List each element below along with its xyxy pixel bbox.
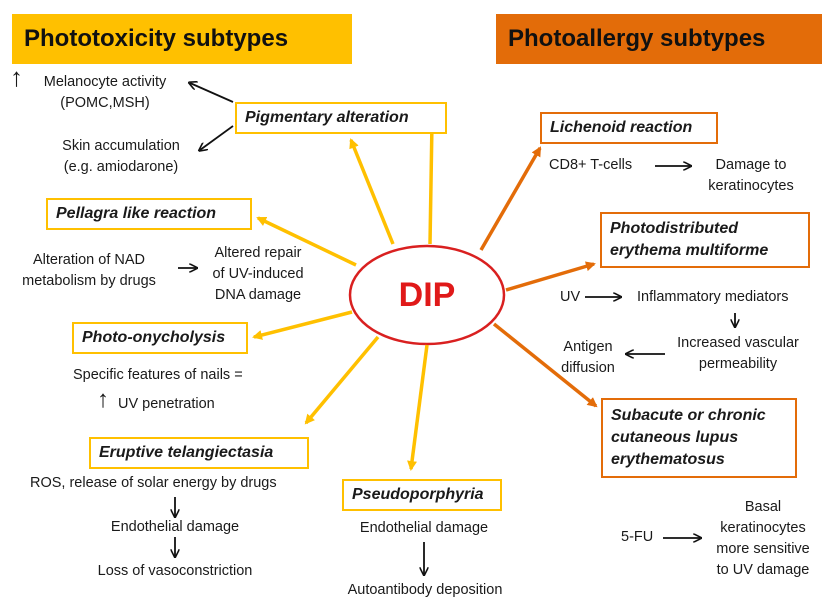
arrow-to-telangiectasia [304,335,380,425]
cd8-text: CD8+ T-cells [549,157,633,173]
basal-line4: to UV damage [716,562,810,578]
damage-line2: keratinocytes [708,178,794,194]
eruptive-telangiectasia-title: Eruptive telangiectasia [99,444,274,461]
arrow-to-pellagra [256,216,357,267]
skin-line2: (e.g. amiodarone) [63,159,179,175]
arrow-to-lupus [492,322,598,408]
up-arrow-icon: ↑ [10,62,23,92]
loss-vasoconstriction-text: Loss of vasoconstriction [97,563,253,579]
damage-keratinocytes-text: Damage to keratinocytes [696,155,806,197]
erythema-title-line2: erythema multiforme [610,242,769,259]
lichenoid-title: Lichenoid reaction [550,119,693,136]
lupus-title-line3: erythematosus [611,451,725,468]
lichenoid-box: Lichenoid reaction [540,112,718,144]
skin-accumulation-text: Skin accumulation (e.g. amiodarone) [46,136,196,178]
lupus-box: Subacute or chronic cutaneous lupus eryt… [601,398,797,478]
basal-line1: Basal [744,499,782,515]
antigen-line1: Antigen [563,339,613,355]
uv-penetration-text: UV penetration [118,396,215,412]
pigmentary-alteration-box: Pigmentary alteration [235,102,447,134]
arrow-to-erythema [505,261,596,292]
basal-line3: more sensitive [716,541,810,557]
five-fu-text: 5-FU [621,529,654,545]
dip-ellipse [348,244,506,346]
telangiectasia-endothelial-text: Endothelial damage [110,519,240,535]
eruptive-telangiectasia-box: Eruptive telangiectasia [89,437,309,469]
melanocyte-text: Melanocyte activity (POMC,MSH) [30,72,180,114]
vascular-permeability-text: Increased vascular permeability [668,333,808,375]
arrow-up-from-dip [426,120,437,245]
antigen-diffusion-text: Antigen diffusion [553,337,623,379]
autoantibody-text: Autoantibody deposition [347,582,503,598]
lupus-title-line1: Subacute or chronic [611,407,766,424]
inflammatory-mediators-text: Inflammatory mediators [637,289,789,305]
lupus-title-line2: cutaneous lupus [611,429,739,446]
nad-line1: Alteration of NAD [32,252,146,268]
melanocyte-line2: (POMC,MSH) [60,95,150,111]
damage-line1: Damage to [715,157,787,173]
arrow-to-lichenoid [479,146,542,251]
basal-line2: keratinocytes [720,520,806,536]
repair-text: Altered repair of UV-induced DNA damage [196,243,320,306]
erythema-title-line1: Photodistributed [610,220,738,237]
nad-line2: metabolism by drugs [22,273,156,289]
nails-feature-text: Specific features of nails = [73,367,243,383]
dip-label: DIP [398,276,456,314]
skin-line1: Skin accumulation [62,138,180,154]
arrow-to-onycholysis [252,310,353,340]
melanocyte-line1: Melanocyte activity [43,74,167,90]
erythema-uv-text: UV [560,289,581,305]
pellagra-title: Pellagra like reaction [56,205,217,222]
arrow-to-pseudoporphyria [407,344,429,471]
arrow-to-pigmentary [349,138,395,245]
repair-line2: of UV-induced [212,266,304,282]
phototoxicity-header: Phototoxicity subtypes [12,14,352,64]
erythema-multiforme-box: Photodistributed erythema multiforme [600,212,810,268]
photo-onycholysis-title: Photo-onycholysis [82,329,226,346]
repair-line1: Altered repair [214,245,302,261]
up-arrow-icon: ↑ [97,386,109,413]
increased-line2: permeability [698,356,778,372]
ros-text: ROS, release of solar energy by drugs [30,475,277,491]
antigen-line2: diffusion [561,360,615,376]
pigmentary-alteration-title: Pigmentary alteration [245,109,409,126]
pseudoporphyria-box: Pseudoporphyria [342,479,502,511]
repair-line3: DNA damage [214,287,302,303]
basal-keratinocytes-text: Basal keratinocytes more sensitive to UV… [700,497,826,581]
pellagra-box: Pellagra like reaction [46,198,252,230]
arrow-to-skin-accumulation [200,125,234,150]
increased-line1: Increased vascular [677,335,799,351]
nad-text: Alteration of NAD metabolism by drugs [4,250,174,292]
pseudoporphyria-endothelial-text: Endothelial damage [359,520,489,536]
photoallergy-header: Photoallergy subtypes [496,14,822,64]
arrow-to-melanocyte [190,83,234,103]
photo-onycholysis-box: Photo-onycholysis [72,322,248,354]
pseudoporphyria-title: Pseudoporphyria [352,486,484,503]
